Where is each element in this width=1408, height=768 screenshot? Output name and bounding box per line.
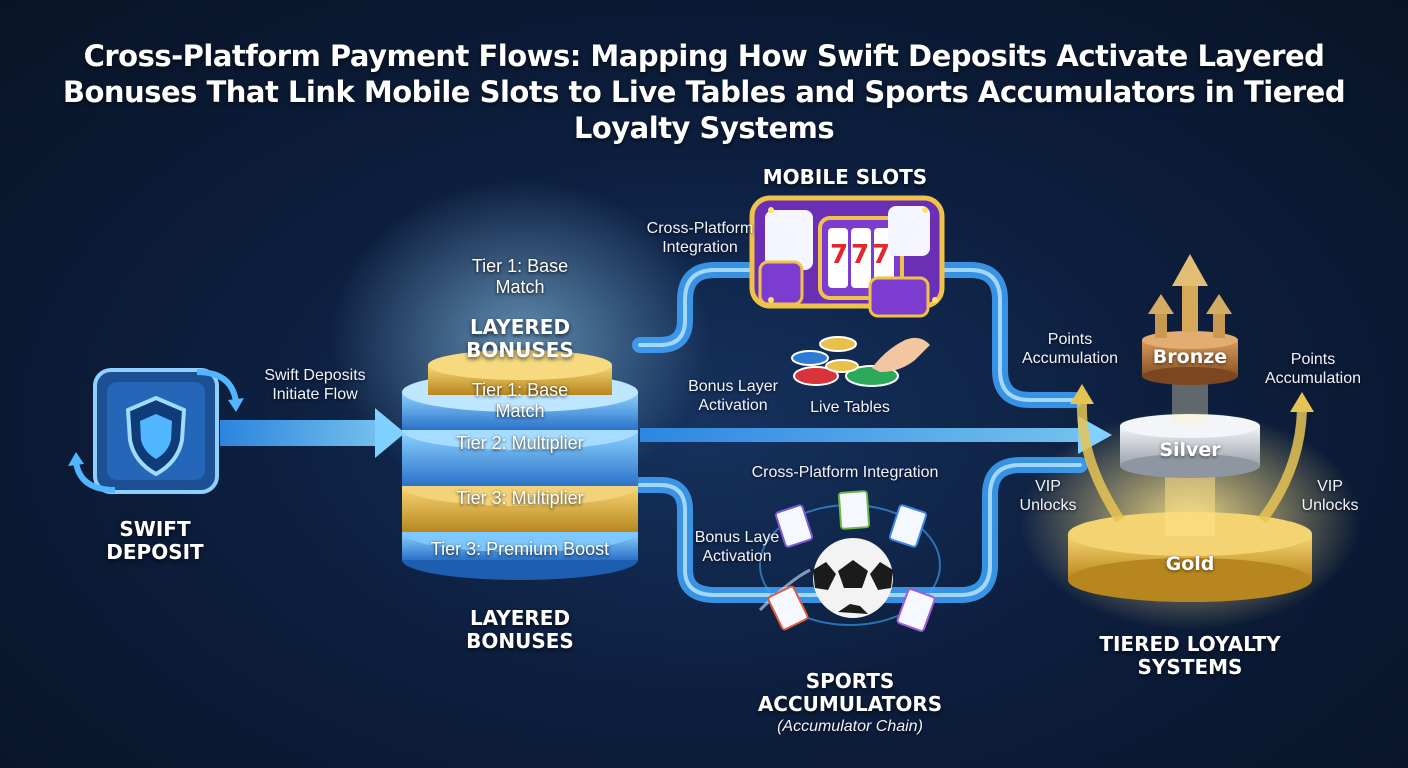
bonus-layer-2-label: Tier 2: Multiplier <box>456 433 584 453</box>
points-arrow-left <box>1076 401 1125 523</box>
shield-icon <box>68 368 244 494</box>
vip-unlocks-right: VIP Unlocks <box>1301 478 1359 514</box>
soccer-ball-icon <box>758 504 941 626</box>
live-tables-label: Live Tables <box>810 399 890 416</box>
swift-deposit-flow-label: Swift Deposits Initiate Flow <box>264 367 366 403</box>
slot-reels: 7 7 7 <box>830 240 890 270</box>
sports-activation-label: Bonus Laye Activation <box>694 529 780 565</box>
sports-accumulators-subheading: (Accumulator Chain) <box>777 718 923 735</box>
layered-bonuses-heading-bottom: LAYERED BONUSES <box>466 606 574 653</box>
pipe-middle <box>640 416 1112 454</box>
live-tables-activation-label: Bonus Layer Activation <box>688 378 778 414</box>
slot-reel-3: 7 <box>871 240 890 270</box>
tier-gold-label: Gold <box>1165 553 1215 575</box>
bonus-layer-4-label: Tier 3: Premium Boost <box>430 539 610 559</box>
deposit-arrow <box>220 408 405 458</box>
bonus-layer-1-label: Tier 1: Base Match <box>471 380 569 421</box>
sports-accumulators-heading: SPORTS ACCUMULATORS <box>757 669 943 716</box>
vip-unlocks-left: VIP Unlocks <box>1019 478 1077 514</box>
points-accumulation-right: Points Accumulation <box>1264 351 1362 387</box>
tier-above-label: Tier 1: Base Match <box>471 256 569 297</box>
layered-bonuses-heading-top: LAYERED BONUSES <box>466 315 574 362</box>
swift-deposit-heading: SWIFT DEPOSIT <box>106 517 204 564</box>
slot-reel-1: 7 <box>830 240 849 270</box>
slots-integration-label: Cross-Platform Integration <box>646 220 754 256</box>
loyalty-pedestals <box>1068 331 1312 602</box>
tier-bronze-label: Bronze <box>1152 346 1228 368</box>
sports-integration-label: Cross-Platform Integration <box>751 464 939 481</box>
slot-machine-icon <box>749 195 945 318</box>
up-arrows-icon <box>1148 254 1232 338</box>
bet-slip-icon <box>767 490 936 632</box>
slot-reel-2: 7 <box>850 240 870 270</box>
tier-silver-label: Silver <box>1159 439 1221 461</box>
mobile-slots-heading: MOBILE SLOTS <box>762 165 928 189</box>
bonus-layer-3-label: Tier 3: Multiplier <box>456 488 584 508</box>
casino-chips-icon <box>791 336 930 387</box>
bonus-stack <box>402 350 638 580</box>
tiered-loyalty-heading: TIERED LOYALTY SYSTEMS <box>1099 632 1281 679</box>
points-accumulation-left: Points Accumulation <box>1021 331 1119 367</box>
points-arrow-right <box>1258 409 1307 524</box>
page-title: Cross-Platform Payment Flows: Mapping Ho… <box>62 39 1346 145</box>
